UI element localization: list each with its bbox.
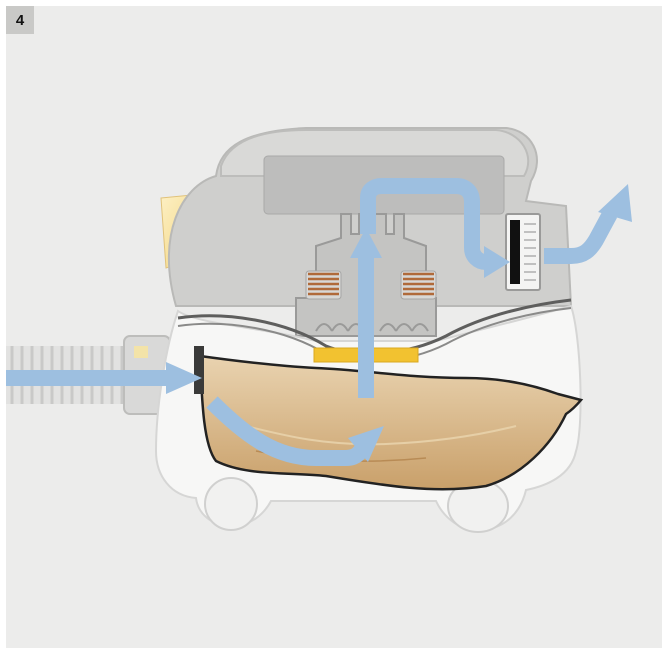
bag-inlet-plate [194, 346, 204, 394]
vacuum-cutaway-illustration [6, 6, 662, 648]
diagram-frame: 4 [6, 6, 662, 648]
filter-icon [506, 214, 540, 290]
rear-wheel [205, 478, 257, 530]
